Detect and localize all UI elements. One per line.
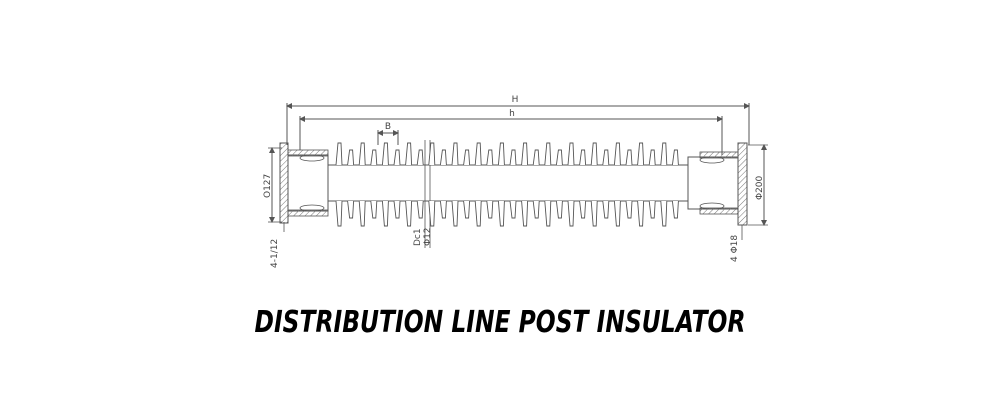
shed <box>439 149 447 219</box>
shed <box>381 142 389 227</box>
shed <box>335 142 343 227</box>
shed <box>358 142 366 227</box>
shed <box>648 149 656 219</box>
right-diameter-label: Φ200 <box>755 175 765 200</box>
insulator-sheds <box>335 142 679 227</box>
dimension-H: H <box>286 95 750 145</box>
shed <box>602 149 610 219</box>
shed <box>451 142 459 227</box>
shed <box>544 142 552 227</box>
shed <box>567 142 575 227</box>
dimension-h: h <box>299 109 723 155</box>
shed <box>370 149 378 219</box>
right-flange: Φ200 4 Φ18 <box>687 142 768 262</box>
shed <box>509 149 517 219</box>
shed <box>637 142 645 227</box>
shed <box>428 142 436 227</box>
shed <box>521 142 529 227</box>
shed <box>497 142 505 227</box>
center-mark-top-label: Dc1 <box>413 228 423 246</box>
shed <box>405 142 413 227</box>
shed <box>613 142 621 227</box>
left-bolt-label: 4-1/12 <box>270 239 280 268</box>
dimension-B-label: B <box>385 122 391 132</box>
right-bolt-label: 4 Φ18 <box>730 235 740 262</box>
shed <box>347 149 355 219</box>
dimension-B: B <box>377 122 399 145</box>
left-flange: O127 4-1/12 <box>263 142 329 268</box>
left-diameter-label: O127 <box>263 174 273 198</box>
shed <box>532 149 540 219</box>
dimension-h-label: h <box>509 109 515 119</box>
center-mark-bottom-label: Φ12 <box>423 227 433 246</box>
dimension-H-label: H <box>512 95 519 105</box>
diagram-caption: DISTRIBUTION LINE POST INSULATOR <box>254 305 746 340</box>
shed <box>671 149 679 219</box>
shed <box>486 149 494 219</box>
shed <box>393 149 401 219</box>
shed <box>660 142 668 227</box>
shed <box>579 149 587 219</box>
core-rod <box>327 164 689 202</box>
shed <box>555 149 563 219</box>
shed <box>416 149 424 219</box>
shed <box>463 149 471 219</box>
shed <box>474 142 482 227</box>
shed <box>625 149 633 219</box>
shed <box>590 142 598 227</box>
